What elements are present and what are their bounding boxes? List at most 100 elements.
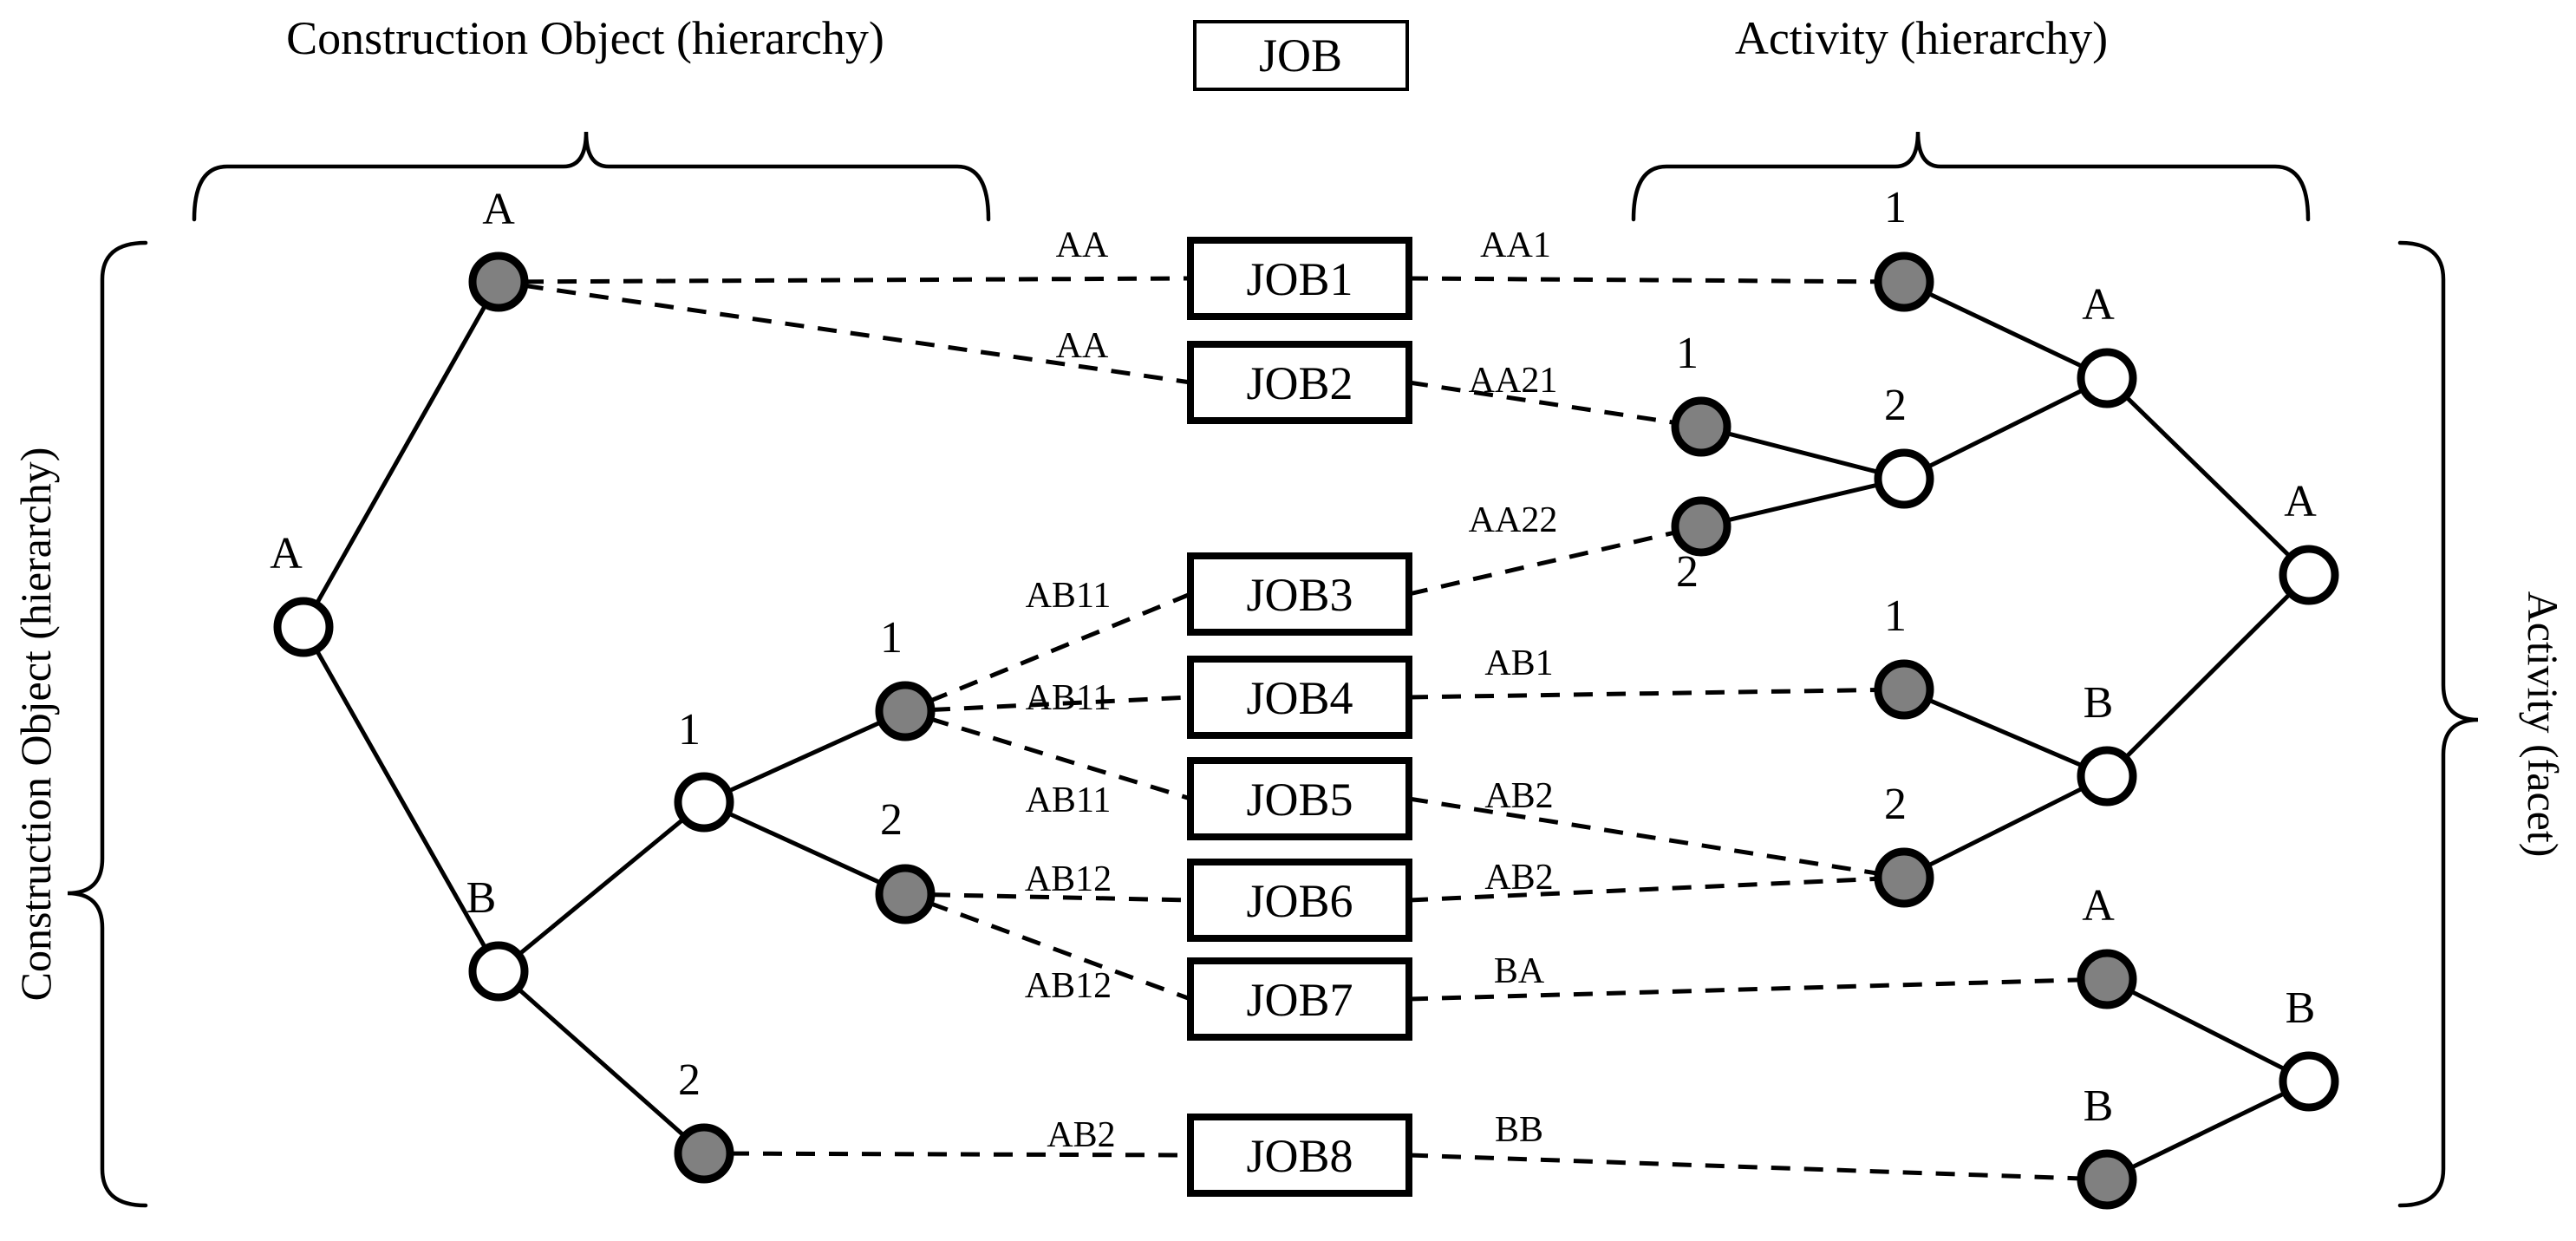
dashed-link-ll1: [524, 276, 1191, 284]
node-left-L-2b[interactable]: [674, 1123, 734, 1184]
node-label-R-Bb: B: [2084, 678, 2114, 728]
edge-label-rl1: AA1: [1480, 225, 1551, 265]
tree-edge-right-2: [1723, 430, 1882, 475]
node-label-L-1a: 1: [678, 705, 701, 754]
tree-edge-right-3: [1723, 481, 1882, 524]
node-label-L-A-mid: A: [270, 529, 303, 578]
job-label-job7: JOB7: [1246, 974, 1353, 1026]
node-right-R-Abot[interactable]: [2077, 949, 2137, 1009]
node-label-L-B: B: [466, 873, 497, 923]
node-label-R-1m: 1: [1676, 329, 1699, 378]
edge-label-ll7: AB12: [1025, 966, 1112, 1006]
edge-label-rl8: BB: [1495, 1110, 1543, 1150]
tree-edge-left-3: [724, 718, 885, 795]
edge-label-ll4: AB11: [1026, 678, 1112, 718]
node-left-L-1a[interactable]: [674, 772, 734, 833]
node-right-R-Bbot2[interactable]: [2279, 1051, 2339, 1112]
tree-edge-left-2: [515, 815, 688, 958]
dashed-link-rl8: [1408, 1153, 2082, 1181]
dashed-link-rl5: [1408, 796, 1879, 876]
edge-group-right: [1723, 290, 2294, 1172]
edge-label-rl6: AB2: [1484, 858, 1553, 898]
node-label-R-2b: 2: [1884, 780, 1907, 829]
node-right-R-Bbot[interactable]: [2077, 1149, 2137, 1210]
job-box-job1[interactable]: [1187, 237, 1412, 320]
header-left: Construction Object (hierarchy): [286, 12, 884, 64]
node-right-R-2b[interactable]: [1874, 847, 1934, 908]
dashed-link-ll2: [524, 283, 1191, 385]
tree-edge-left-0: [313, 301, 489, 608]
job-label-job4: JOB4: [1246, 672, 1353, 724]
tree-edge-left-1: [313, 646, 489, 952]
node-right-R-Ar[interactable]: [2279, 545, 2339, 605]
dashed-link-rl2: [1408, 380, 1676, 425]
dashed-link-rl1: [1408, 276, 1879, 284]
tree-edge-right-9: [2127, 1089, 2289, 1172]
edge-label-ll3: AB11: [1026, 576, 1112, 616]
dashed-link-rl3: [1408, 530, 1677, 597]
tree-edge-right-4: [2122, 393, 2294, 560]
link-group-right: [1408, 276, 2082, 1181]
node-right-R-2m[interactable]: [1874, 448, 1934, 509]
node-right-R-1m[interactable]: [1671, 396, 1731, 457]
job-header-box: [1193, 20, 1409, 91]
dashed-link-ll6: [930, 892, 1191, 903]
tree-edge-right-0: [1924, 290, 2087, 370]
job-box-job7[interactable]: [1187, 957, 1412, 1041]
job-box-job8[interactable]: [1187, 1114, 1412, 1197]
link-group-left: [524, 276, 1191, 1158]
tree-edge-right-5: [2122, 590, 2294, 761]
dashed-link-ll3: [928, 591, 1191, 703]
node-label-R-Aa: A: [2082, 280, 2115, 330]
side-label-left: Construction Object (hierarchy): [11, 447, 60, 1002]
dashed-link-rl6: [1408, 876, 1879, 903]
header-center: JOB: [1259, 29, 1342, 82]
node-left-L-B[interactable]: [468, 941, 529, 1002]
job-box-job2[interactable]: [1187, 341, 1412, 424]
edge-label-ll6: AB12: [1025, 859, 1112, 899]
node-label-R-Bbot: B: [2084, 1081, 2114, 1131]
job-box-job6[interactable]: [1187, 859, 1412, 942]
node-label-R-Ar: A: [2284, 477, 2317, 526]
edge-label-rl5: AB2: [1484, 776, 1553, 816]
edge-label-rl3: AA22: [1469, 500, 1558, 540]
node-right-R-2l[interactable]: [1671, 496, 1731, 557]
dashed-link-rl4: [1408, 687, 1879, 700]
brace-side-left: [67, 240, 148, 1208]
node-left-L-1b[interactable]: [875, 681, 936, 741]
node-label-R-1top: 1: [1884, 183, 1907, 232]
dashed-link-ll5: [929, 716, 1191, 801]
job-label-job5: JOB5: [1246, 774, 1353, 826]
job-label-job1: JOB1: [1246, 253, 1353, 305]
node-label-R-Abot: A: [2082, 881, 2115, 931]
node-label-L-A-top: A: [482, 185, 515, 234]
job-label-job2: JOB2: [1246, 357, 1353, 409]
node-right-R-Aa[interactable]: [2077, 348, 2137, 408]
node-left-L-A-mid[interactable]: [273, 597, 334, 657]
side-label-right: Activity (facet): [2519, 591, 2567, 858]
edge-label-ll8: AB2: [1047, 1115, 1115, 1155]
dashed-link-rl7: [1408, 977, 2082, 1002]
node-right-R-1top[interactable]: [1874, 251, 1934, 312]
job-box-job5[interactable]: [1187, 757, 1412, 840]
node-group-right: [1671, 251, 2339, 1210]
job-label-job6: JOB6: [1246, 875, 1353, 927]
dashed-link-ll7: [929, 901, 1191, 1002]
node-right-R-Bb[interactable]: [2077, 746, 2137, 807]
tree-edge-right-1: [1924, 386, 2087, 471]
job-box-job3[interactable]: [1187, 552, 1412, 636]
node-left-L-2a[interactable]: [875, 864, 936, 924]
edge-label-ll1: AA: [1056, 225, 1109, 265]
node-label-R-2l: 2: [1676, 547, 1699, 597]
node-label-L-2b: 2: [678, 1055, 701, 1105]
tree-edge-right-7: [1924, 784, 2087, 870]
node-label-L-1b: 1: [880, 613, 903, 663]
node-group-left: [273, 251, 936, 1184]
job-box-job4[interactable]: [1187, 656, 1412, 739]
node-left-L-A-top[interactable]: [468, 251, 529, 312]
node-label-R-2m: 2: [1884, 381, 1907, 430]
tree-edge-right-6: [1924, 696, 2087, 769]
node-right-R-1b[interactable]: [1874, 659, 1934, 720]
label-group: AAB11221A122A1B2ABBAAAAAB11AB11AB11AB12A…: [270, 183, 2317, 1155]
